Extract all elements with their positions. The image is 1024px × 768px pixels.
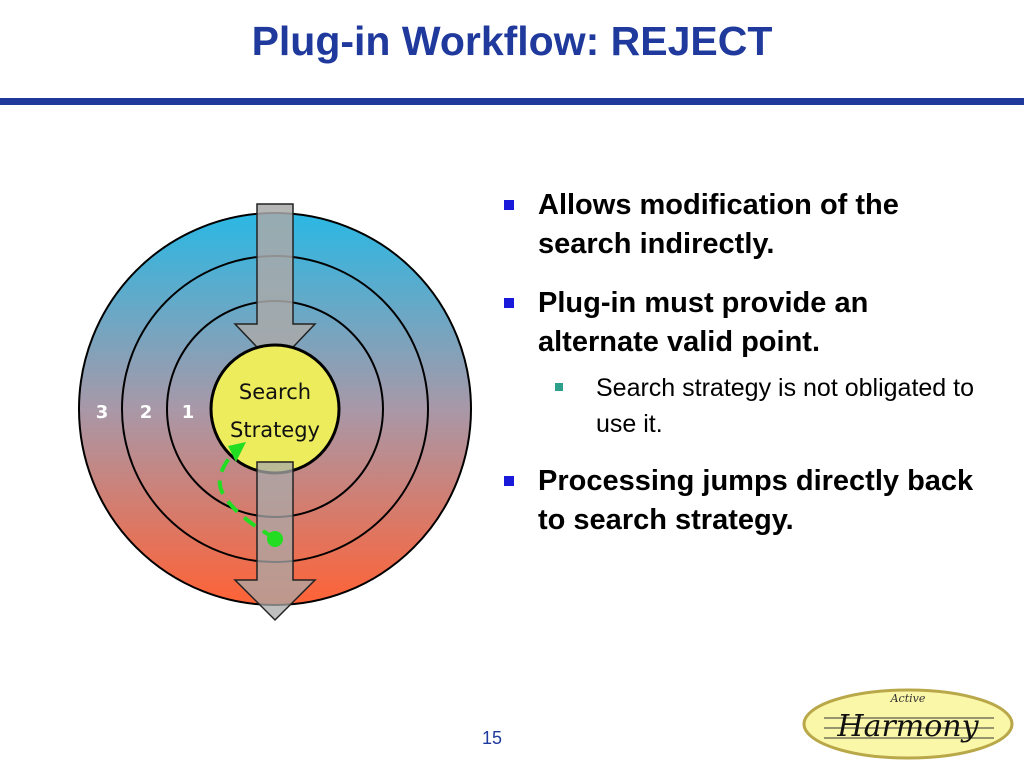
search-strategy-core: [209, 343, 341, 475]
sub-bullet-text: Search strategy is not obligated to use …: [596, 374, 975, 438]
slide-title: Plug-in Workflow: REJECT: [251, 18, 773, 64]
inbound-arrow: [233, 203, 317, 368]
bullet-text: Plug-in must provide an alternate valid …: [538, 287, 869, 358]
bullet-marker-icon: [504, 200, 514, 210]
reject-return-path: [217, 446, 276, 540]
bullet-item: Allows modification of the search indire…: [500, 186, 990, 264]
bullet-text: Allows modification of the search indire…: [538, 189, 899, 260]
logo-small-text: Active: [890, 692, 926, 705]
bullet-marker-icon: [504, 476, 514, 486]
bullet-marker-icon: [504, 298, 514, 308]
ring-label-2: 2: [140, 402, 153, 423]
search-rings-diagram: Search Strategy 3 2 1: [78, 203, 472, 622]
reject-point-dot: [267, 531, 283, 547]
bullet-text: Processing jumps directly back to search…: [538, 465, 974, 536]
logo-ellipse: [802, 688, 1014, 760]
sub-bullet-item: Search strategy is not obligated to use …: [500, 370, 990, 442]
center-label-line2: Strategy: [230, 418, 320, 442]
bullet-item: Processing jumps directly back to search…: [500, 462, 990, 540]
bullet-list: Allows modification of the search indire…: [500, 186, 990, 560]
page-number: 15: [481, 728, 503, 748]
center-label-line1: Search: [239, 380, 311, 404]
active-harmony-logo: Active Harmony: [802, 688, 1014, 760]
sub-bullet-marker-icon: [555, 383, 563, 391]
reject-path-arrowhead: [228, 442, 246, 462]
ring-label-1: 1: [182, 402, 195, 423]
title-divider: [0, 98, 1024, 105]
ring-label-3: 3: [96, 402, 109, 423]
bullet-item: Plug-in must provide an alternate valid …: [500, 284, 990, 362]
logo-big-text: Harmony: [836, 709, 979, 744]
